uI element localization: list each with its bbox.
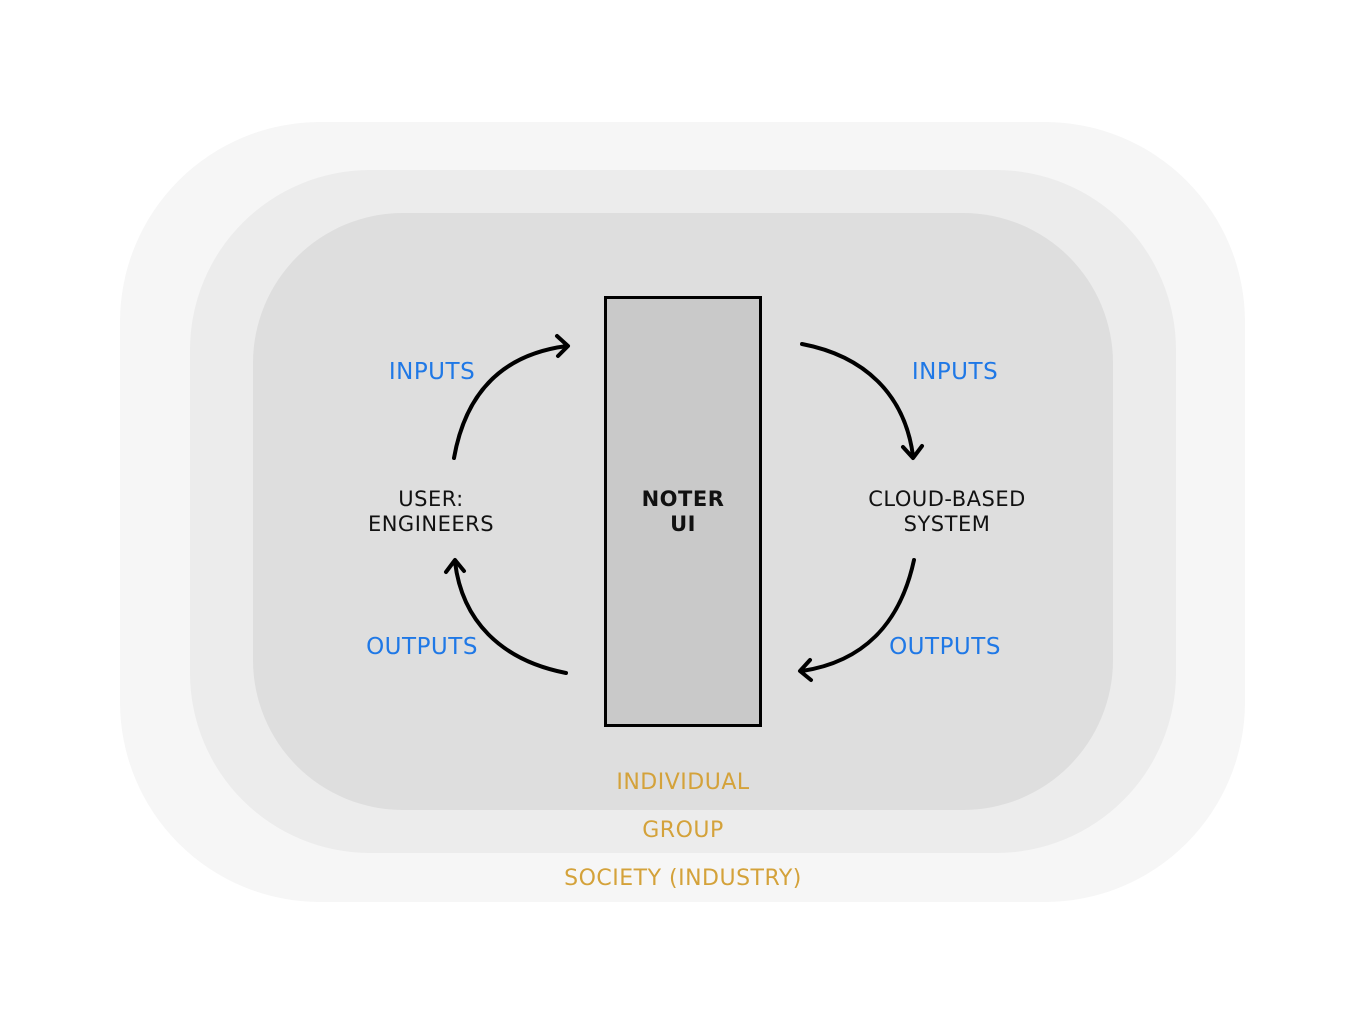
cloud-system-label-line1: CLOUD-BASED [868,487,1026,511]
left-outputs-label: OUTPUTS [366,634,478,660]
left-inputs-label: INPUTS [388,359,476,385]
noter-ui-label-line1: NOTER [641,487,725,511]
right-outputs-label: OUTPUTS [889,634,1001,660]
user-engineers-label-line2: ENGINEERS [367,512,495,536]
noter-ui-label-line2: UI [670,512,696,536]
cloud-system-label-line2: SYSTEM [903,512,991,536]
group-level-label: GROUP [642,818,724,843]
user-engineers-label: USER: ENGINEERS [331,487,531,537]
individual-level-label: INDIVIDUAL [616,770,750,795]
noter-ui-box [604,296,762,727]
user-engineers-label-line1: USER: [398,487,464,511]
right-inputs-label: INPUTS [911,359,999,385]
society-level-label: SOCIETY (INDUSTRY) [564,866,802,891]
noter-ui-label: NOTER UI [604,487,762,537]
cloud-system-label: CLOUD-BASED SYSTEM [832,487,1062,537]
